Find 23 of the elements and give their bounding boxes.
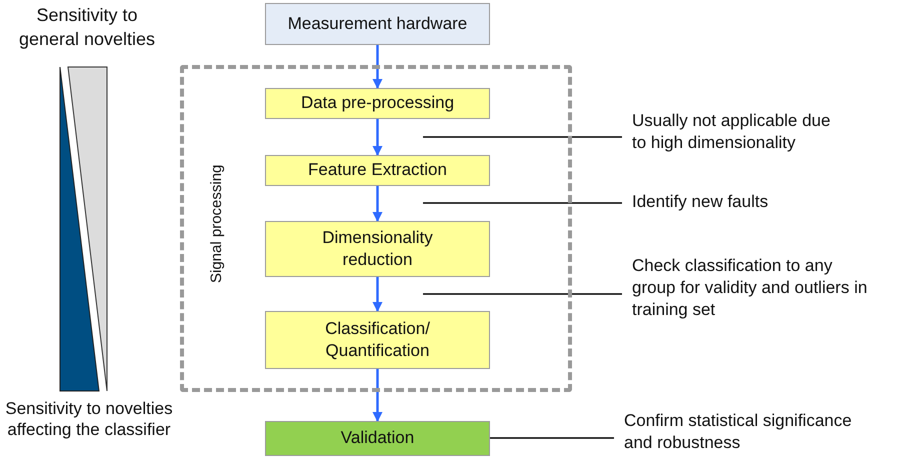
process-box: Data pre-processing [265, 88, 490, 119]
group-label: Signal processing [208, 164, 225, 286]
arrow [372, 45, 382, 89]
annotation-text: Confirm statistical significance and robustness [620, 410, 870, 460]
axis-caption: Sensitivity to novelties affecting the classifier [4, 398, 174, 440]
arrow [372, 119, 382, 156]
annotation-text: Usually not applicable due to high dimensionality [628, 110, 838, 160]
process-box: Dimensionality reduction [265, 221, 490, 277]
arrow [372, 186, 382, 222]
leader-line [423, 293, 622, 295]
process-box: Feature Extraction [265, 155, 490, 186]
leader-line [423, 136, 622, 138]
process-box: Measurement hardware [265, 3, 490, 45]
arrow [372, 369, 382, 422]
axis-caption: Sensitivity to general novelties [18, 4, 156, 51]
leader-line [423, 202, 622, 204]
annotation-text: Identify new faults [628, 191, 878, 216]
annotation-text: Check classification to any group for validity and outliers in training set [628, 255, 868, 330]
dashed-group-frame [180, 65, 572, 392]
arrow [372, 277, 382, 312]
validation-box: Validation [265, 421, 490, 456]
process-box: Classification/ Quantification [265, 311, 490, 369]
leader-line [490, 437, 614, 439]
